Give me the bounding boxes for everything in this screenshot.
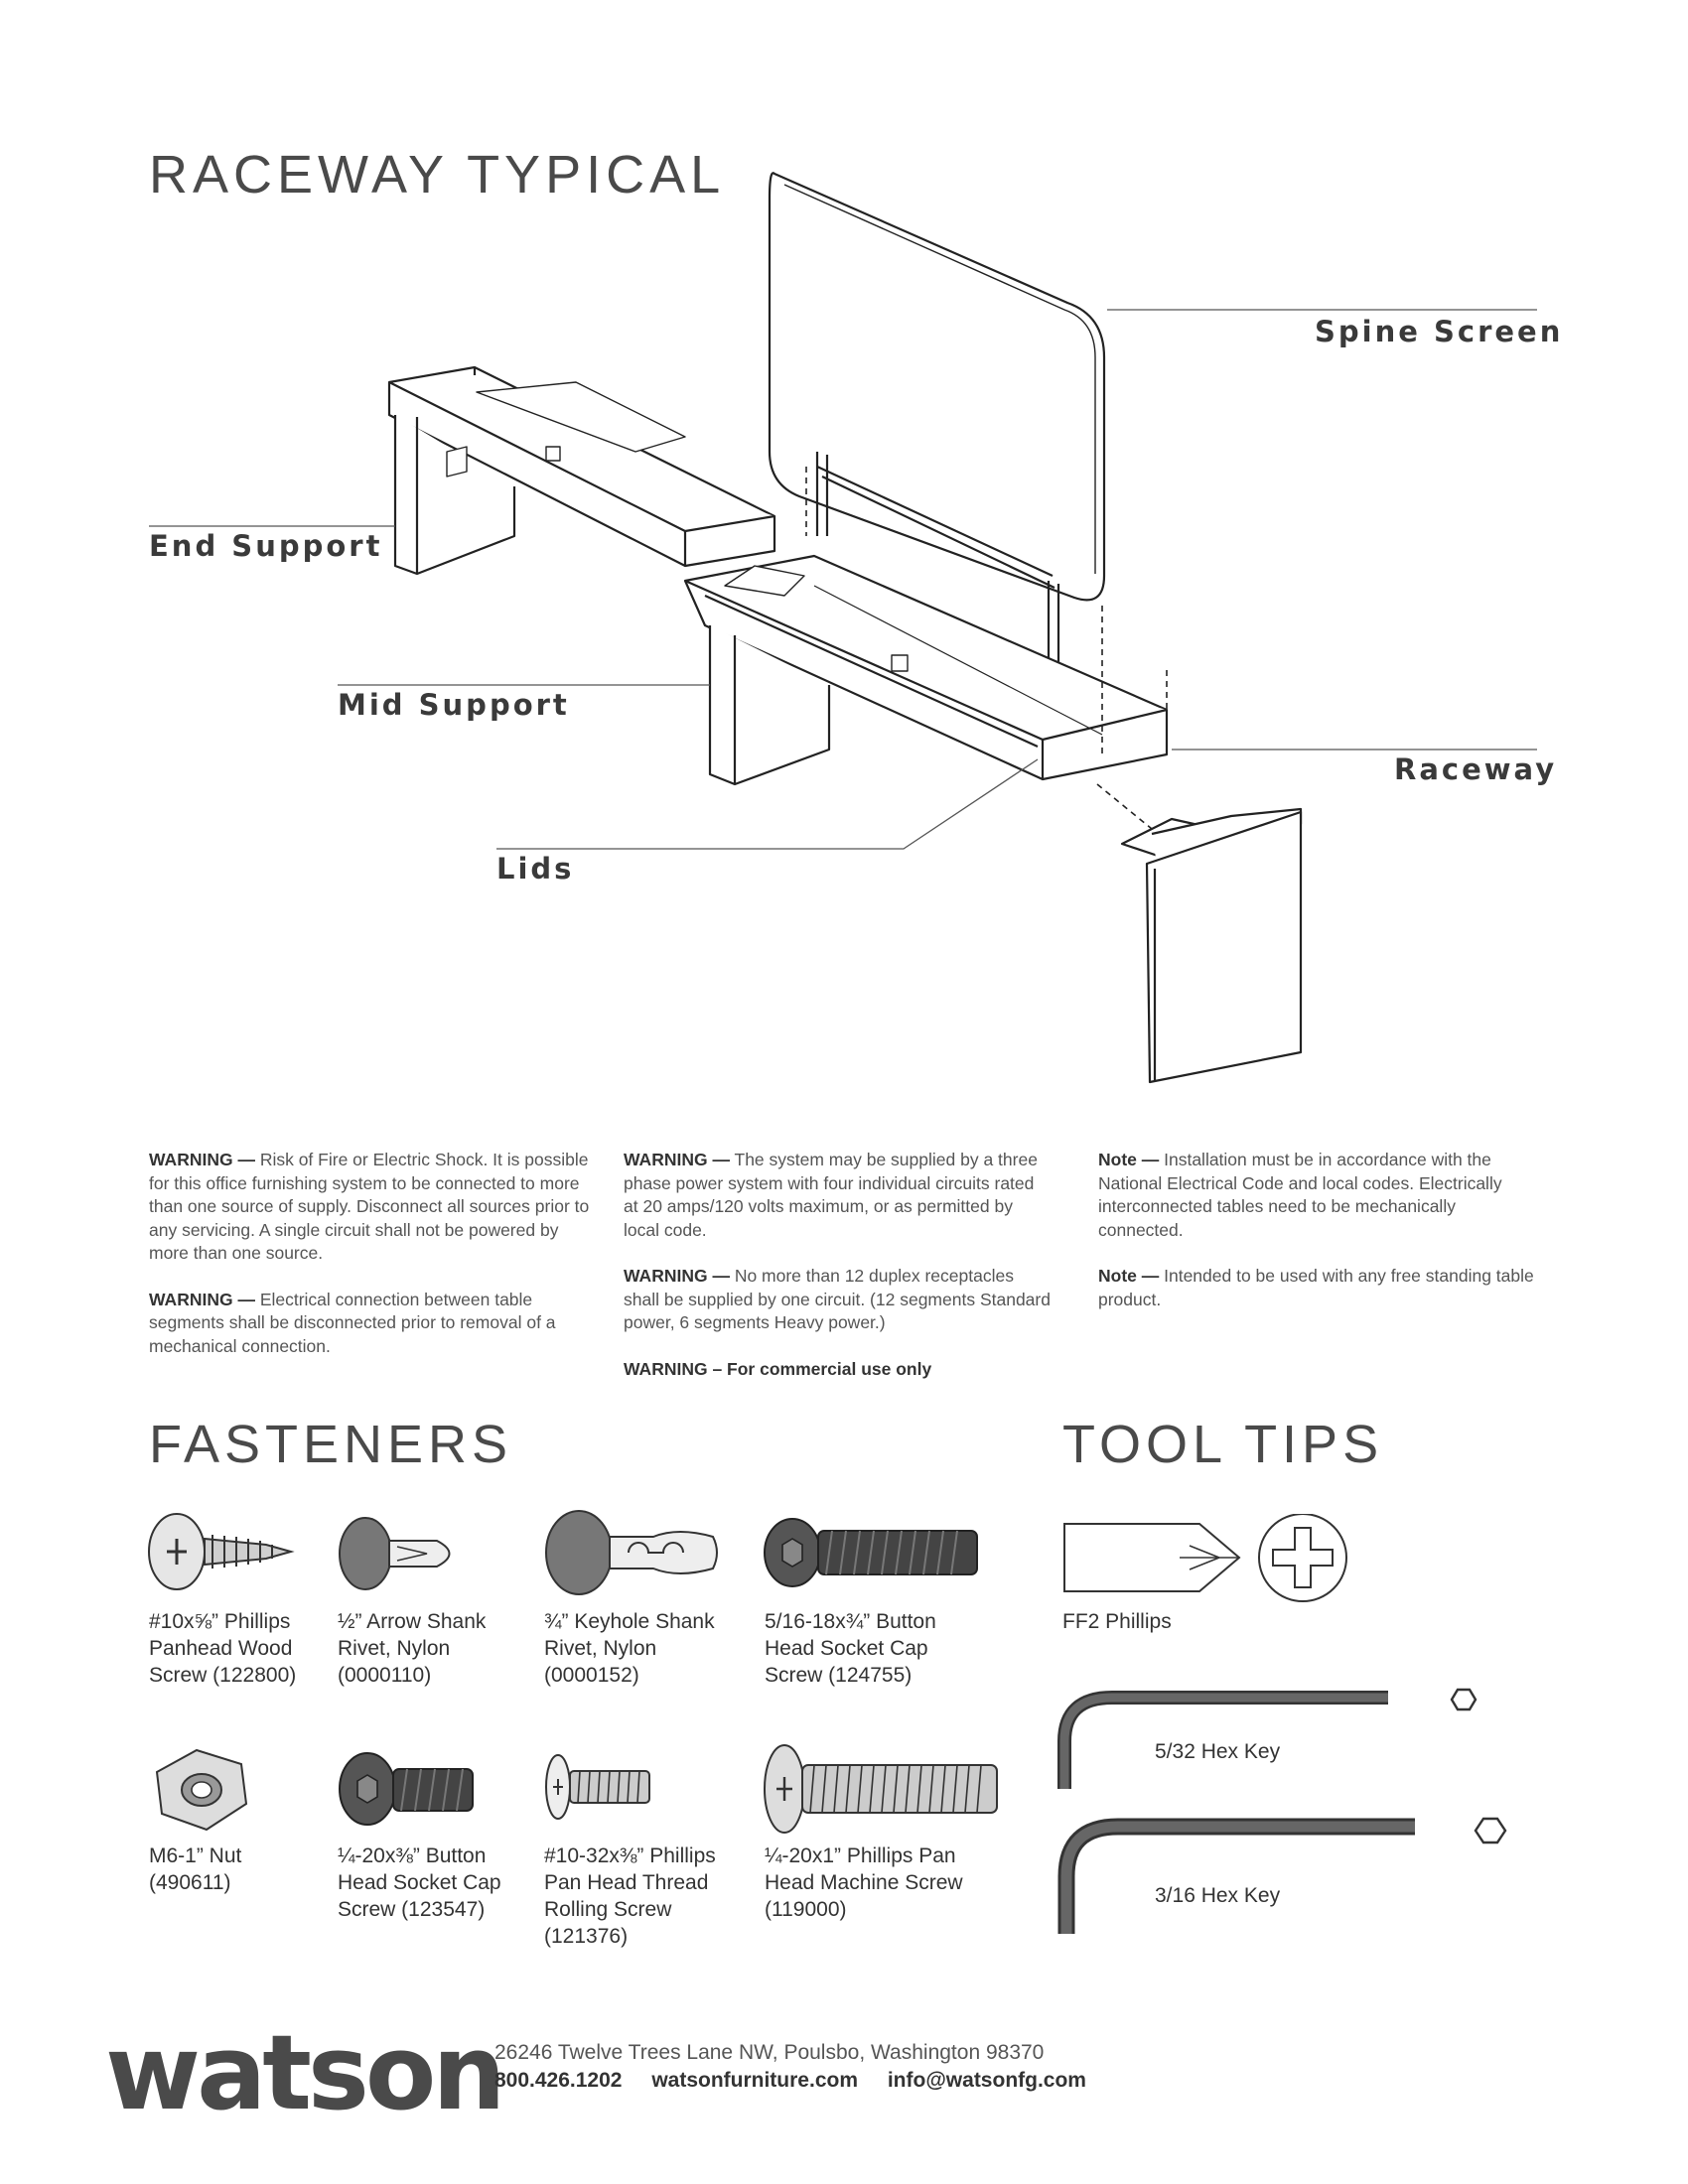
hex-key-large-label: 3/16 Hex Key <box>1155 1884 1281 1907</box>
thread-rolling-screw-icon <box>545 1754 650 1820</box>
website-link[interactable]: watsonfurniture.com <box>651 2069 858 2092</box>
warning-three-phase: WARNING — The system may be supplied by … <box>624 1150 1038 1240</box>
pan-head-machine-screw-icon <box>764 1744 998 1834</box>
callout-lids: Lids <box>496 852 575 886</box>
tool-tips-title: TOOL TIPS <box>1062 1415 1384 1474</box>
hex-key-small-label: 5/32 Hex Key <box>1155 1740 1281 1763</box>
warning-duplex-receptacles: WARNING — No more than 12 duplex recepta… <box>624 1266 1051 1332</box>
warning-commercial-use: WARNING – For commercial use only <box>624 1358 932 1379</box>
button-head-socket-cap-screw-small-icon <box>339 1752 474 1826</box>
raceway-title: RACEWAY TYPICAL <box>149 145 726 205</box>
fastener-label-8: ¼-20x1” Phillips Pan Head Machine Screw … <box>765 1844 963 1921</box>
callout-spine-screen: Spine Screen <box>1315 315 1564 348</box>
fastener-label-4: 5/16-18x¾” Button Head Socket Cap Screw … <box>765 1610 936 1687</box>
callout-raceway: Raceway <box>1394 752 1558 786</box>
panhead-wood-screw-icon <box>148 1513 295 1590</box>
spine-screen-shape <box>768 172 1106 602</box>
phillips-label: FF2 Phillips <box>1062 1610 1172 1633</box>
email-link[interactable]: info@watsonfg.com <box>887 2069 1086 2092</box>
fastener-label-5: M6-1” Nut (490611) <box>149 1844 242 1894</box>
callout-end-support: End Support <box>149 529 383 563</box>
button-head-socket-cap-screw-icon <box>764 1518 978 1587</box>
warnings-column-2: WARNING — The system may be supplied by … <box>624 1149 1051 1404</box>
hex-key-small-icon <box>1057 1688 1477 1789</box>
end-panel-shape <box>1145 810 1303 1084</box>
fastener-label-6: ¼-20x⅜” Button Head Socket Cap Screw (12… <box>338 1844 501 1921</box>
hex-key-large-icon <box>1057 1817 1507 1934</box>
fastener-label-1: #10x⅝” Phillips Panhead Wood Screw (1228… <box>149 1610 297 1687</box>
fastener-label-3: ¾” Keyhole Shank Rivet, Nylon (0000152) <box>544 1610 715 1687</box>
phillips-bit-icon <box>1063 1514 1347 1602</box>
fasteners-title: FASTENERS <box>149 1415 513 1474</box>
hex-nut-icon <box>155 1748 248 1832</box>
warning-fire-shock: WARNING — Risk of Fire or Electric Shock… <box>149 1150 590 1263</box>
warnings-column-1: WARNING — Risk of Fire or Electric Shock… <box>149 1149 591 1381</box>
leader-lids <box>496 758 1039 850</box>
notes-column-3: Note — Installation must be in accordanc… <box>1098 1149 1540 1334</box>
fastener-label-7: #10-32x⅜” Phillips Pan Head Thread Rolli… <box>544 1844 716 1948</box>
note-free-standing: Note — Intended to be used with any free… <box>1098 1266 1534 1309</box>
keyhole-shank-rivet-icon <box>545 1510 718 1595</box>
raceway-exploded-diagram <box>149 172 1537 1084</box>
phone-number[interactable]: 800.426.1202 <box>494 2069 623 2092</box>
callout-mid-support: Mid Support <box>338 688 570 722</box>
watson-logo: watson <box>105 2012 505 2133</box>
arrow-shank-rivet-icon <box>339 1517 451 1590</box>
fastener-label-2: ½” Arrow Shank Rivet, Nylon (0000110) <box>338 1610 487 1687</box>
warning-electrical-connection: WARNING — Electrical connection between … <box>149 1289 556 1356</box>
company-contact: 800.426.1202 watsonfurniture.com info@wa… <box>494 2069 1108 2093</box>
company-address: 26246 Twelve Trees Lane NW, Poulsbo, Was… <box>494 2041 1045 2064</box>
note-installation: Note — Installation must be in accordanc… <box>1098 1150 1502 1240</box>
